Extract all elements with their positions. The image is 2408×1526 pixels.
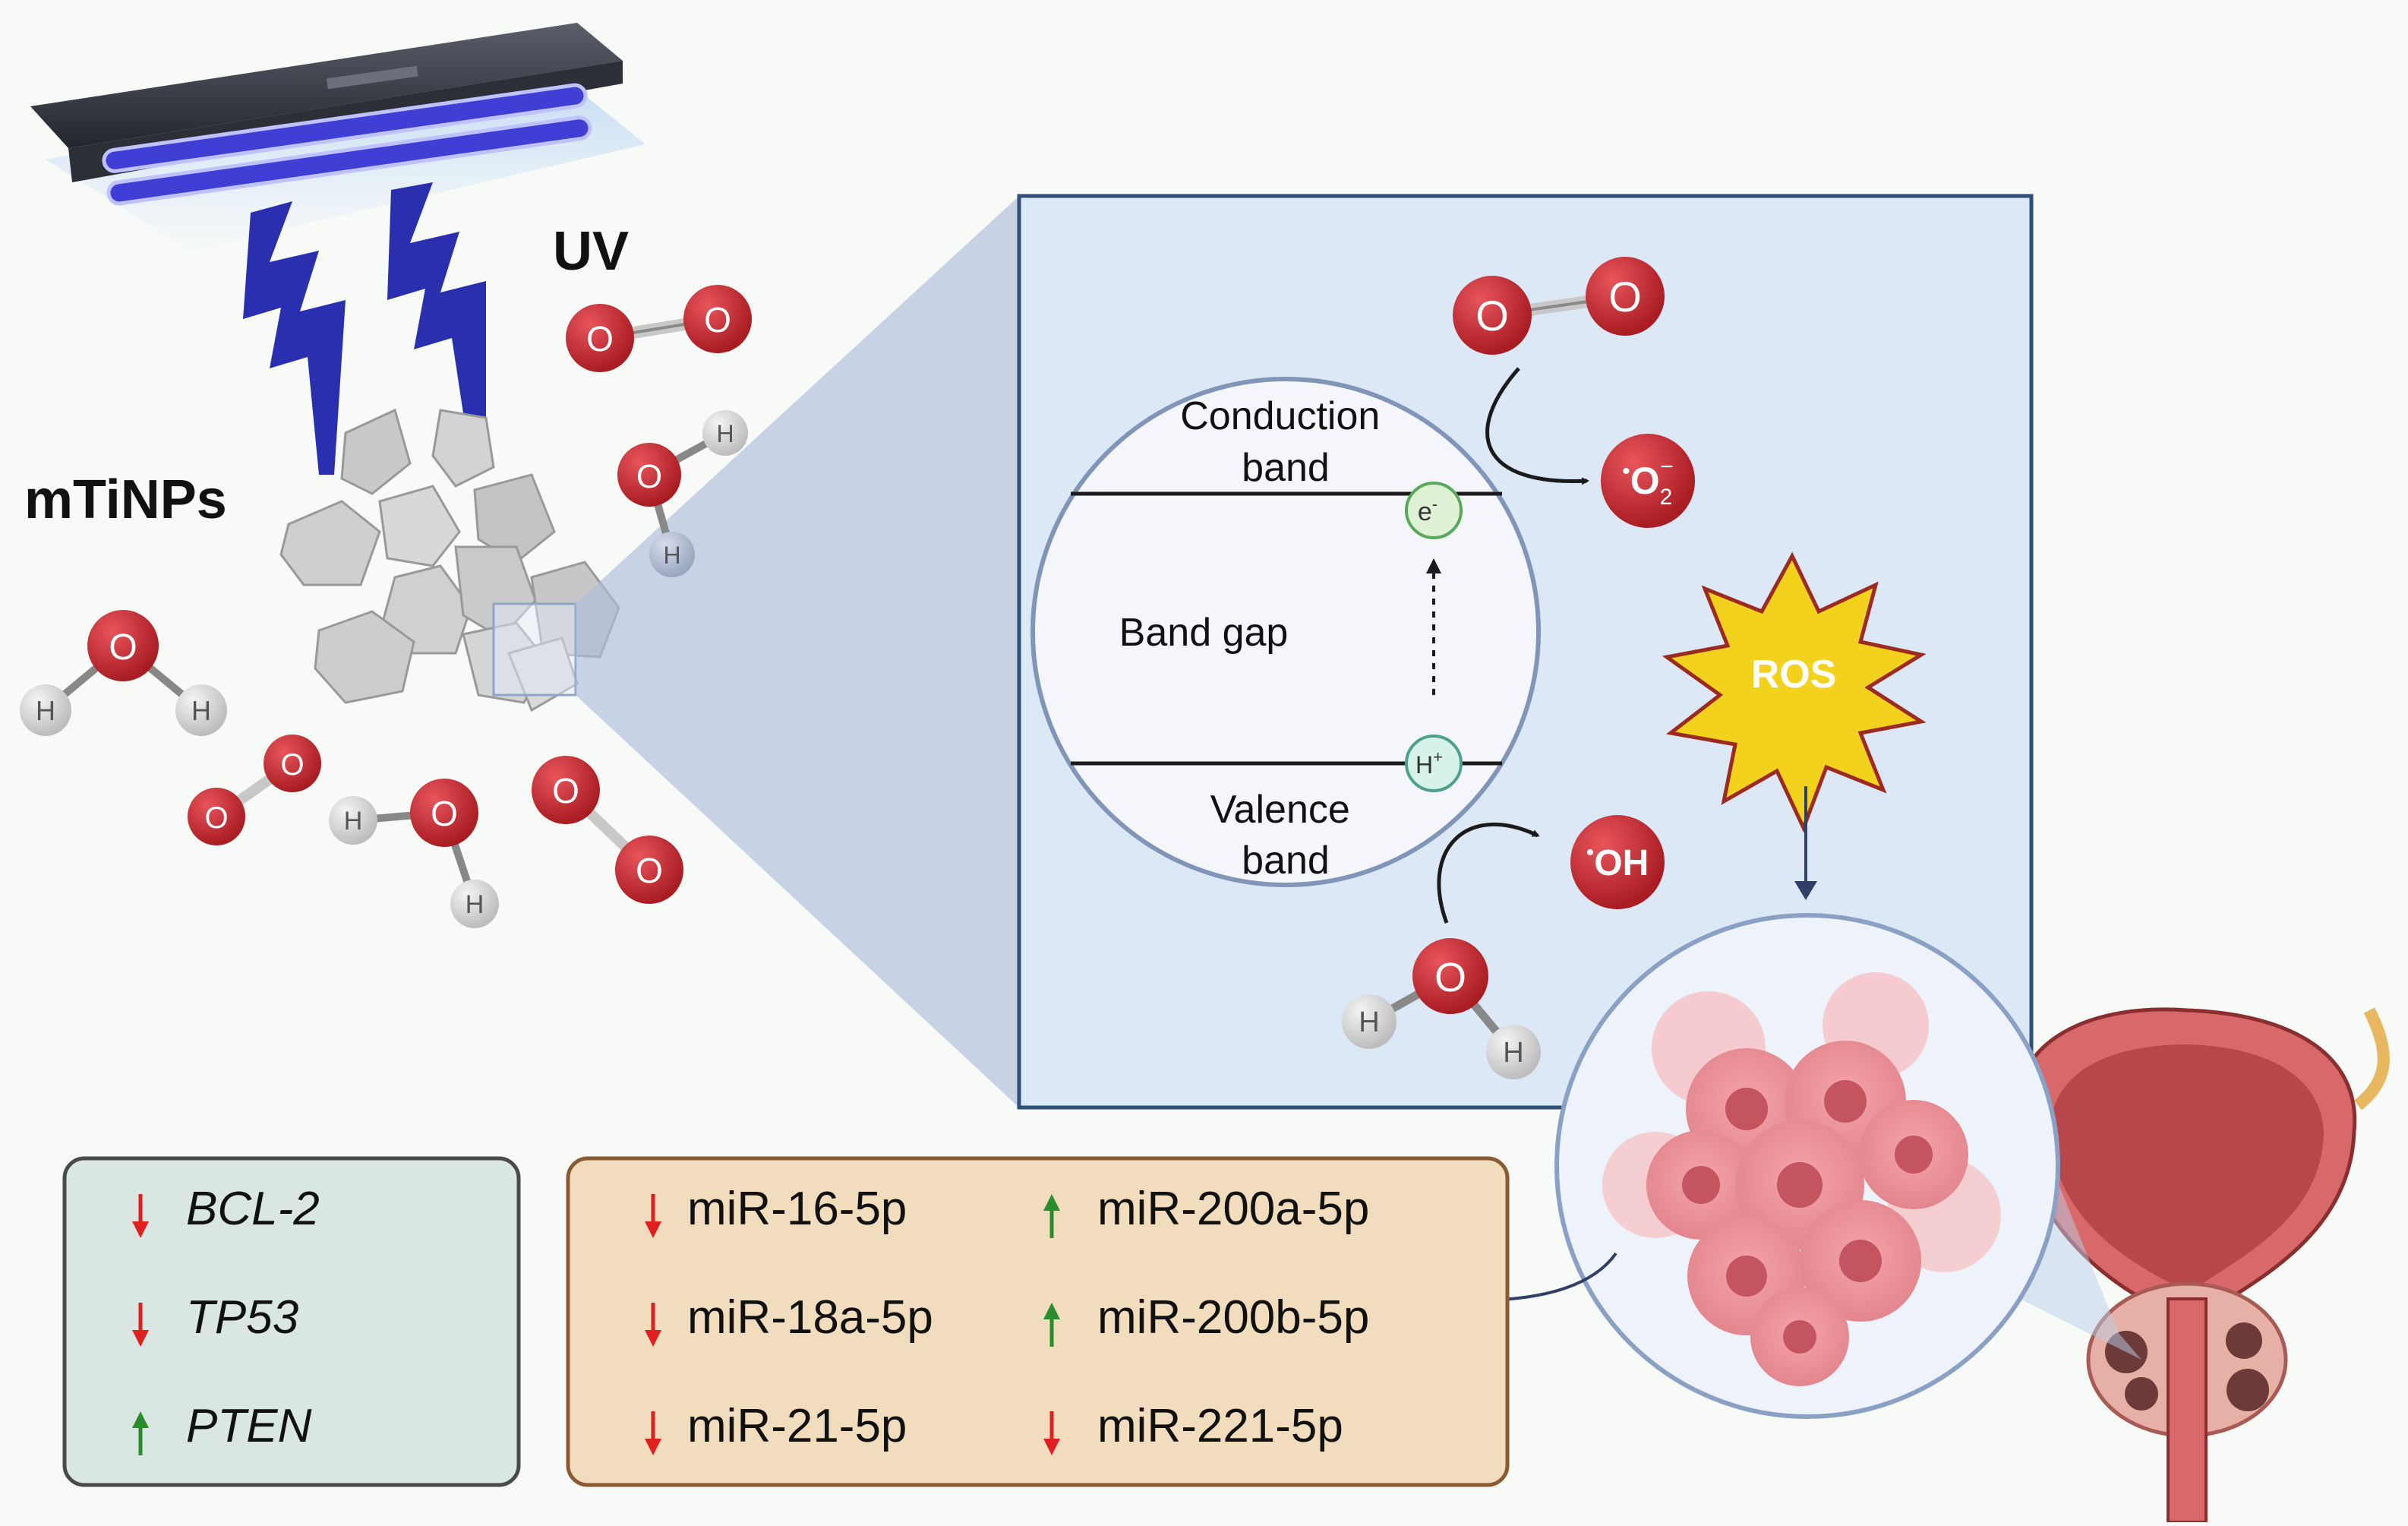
svg-text:H: H bbox=[344, 807, 363, 836]
uv-label: UV bbox=[553, 221, 629, 282]
zoom-source-box bbox=[492, 602, 577, 697]
uv-lamp-icon bbox=[30, 23, 645, 251]
uv-bolt-icon bbox=[243, 182, 486, 475]
oxygen-molecule: O O bbox=[566, 285, 752, 372]
mirna-label: miR-18a-5p bbox=[687, 1291, 933, 1344]
band-gap-label: Band gap bbox=[1119, 611, 1289, 655]
mirna-label: miR-200a-5p bbox=[1097, 1183, 1369, 1235]
svg-text:H+: H+ bbox=[1415, 747, 1443, 779]
svg-text:H: H bbox=[466, 890, 484, 919]
svg-text:O: O bbox=[636, 458, 662, 495]
svg-text:O: O bbox=[431, 794, 458, 833]
oxygen-molecule: O O bbox=[1453, 257, 1665, 355]
tumor-magnifier bbox=[1554, 913, 2060, 1419]
svg-text:O: O bbox=[204, 801, 228, 835]
water-molecule: O H H bbox=[617, 410, 748, 577]
svg-text:O: O bbox=[552, 771, 579, 810]
oxygen-molecule: O O bbox=[532, 756, 683, 904]
up-arrow-icon bbox=[1043, 1194, 1060, 1238]
ros-arrowhead bbox=[1794, 881, 1817, 900]
mtinps-label: mTiNPs bbox=[24, 469, 227, 530]
svg-text:•O2−: •O2− bbox=[1622, 454, 1674, 510]
water-molecule: O H H bbox=[20, 610, 227, 736]
mirna-label: miR-200b-5p bbox=[1097, 1291, 1369, 1344]
down-arrow-icon bbox=[132, 1194, 149, 1238]
svg-text:O: O bbox=[704, 300, 731, 340]
superoxide-radical: •O2− bbox=[1601, 434, 1695, 528]
svg-text:H: H bbox=[1503, 1037, 1523, 1069]
gene-label: PTEN bbox=[186, 1400, 312, 1452]
svg-text:O: O bbox=[1475, 292, 1509, 340]
mirna-label: miR-16-5p bbox=[687, 1183, 907, 1235]
water-molecule: O H H bbox=[1342, 938, 1541, 1079]
superoxide-arrow bbox=[1485, 367, 1589, 485]
mirna-panel bbox=[566, 1156, 1510, 1487]
down-arrow-icon bbox=[645, 1303, 661, 1347]
svg-text:O: O bbox=[1608, 273, 1642, 321]
gene-label: BCL-2 bbox=[186, 1183, 320, 1235]
ros-label: ROS bbox=[1751, 652, 1837, 697]
electron-particle: e- bbox=[1405, 482, 1463, 539]
svg-text:O: O bbox=[1434, 955, 1466, 1000]
water-molecule: O H H bbox=[329, 779, 499, 928]
svg-text:e-: e- bbox=[1418, 494, 1438, 526]
svg-text:O: O bbox=[636, 851, 663, 890]
down-arrow-icon bbox=[132, 1303, 149, 1347]
svg-text:H: H bbox=[191, 695, 211, 726]
hydroxyl-arrow bbox=[1437, 822, 1540, 924]
svg-text:•OH: •OH bbox=[1586, 840, 1649, 883]
down-arrow-icon bbox=[645, 1194, 661, 1238]
svg-text:O: O bbox=[280, 748, 304, 782]
conduction-band-label: Conduction band bbox=[1180, 394, 1391, 490]
hole-particle: H+ bbox=[1405, 735, 1463, 792]
svg-text:O: O bbox=[586, 319, 614, 359]
gene-label: TP53 bbox=[186, 1291, 298, 1344]
zoom-projection bbox=[576, 196, 1019, 1107]
up-arrow-icon bbox=[132, 1411, 149, 1455]
mirna-label: miR-221-5p bbox=[1097, 1400, 1343, 1452]
gene-panel bbox=[62, 1156, 521, 1487]
hydroxyl-radical: •OH bbox=[1570, 815, 1665, 909]
ros-burst: ROS bbox=[1662, 551, 1927, 833]
up-arrow-icon bbox=[1043, 1303, 1060, 1347]
bladder-prostate-illustration bbox=[1974, 1007, 2390, 1524]
svg-text:H: H bbox=[663, 542, 680, 569]
svg-text:H: H bbox=[36, 695, 55, 726]
oxygen-molecule: O O bbox=[188, 735, 321, 845]
mirna-list: miR-16-5p miR-18a-5p miR-21-5p miR-200a-5p m… bbox=[645, 1183, 1369, 1455]
down-arrow-icon bbox=[645, 1411, 661, 1455]
svg-text:H: H bbox=[1359, 1006, 1379, 1038]
svg-text:H: H bbox=[716, 420, 734, 447]
svg-text:O: O bbox=[109, 627, 137, 668]
valence-band-label: Valence band bbox=[1210, 788, 1362, 883]
mirna-label: miR-21-5p bbox=[687, 1400, 907, 1452]
down-arrow-icon bbox=[1043, 1411, 1060, 1455]
